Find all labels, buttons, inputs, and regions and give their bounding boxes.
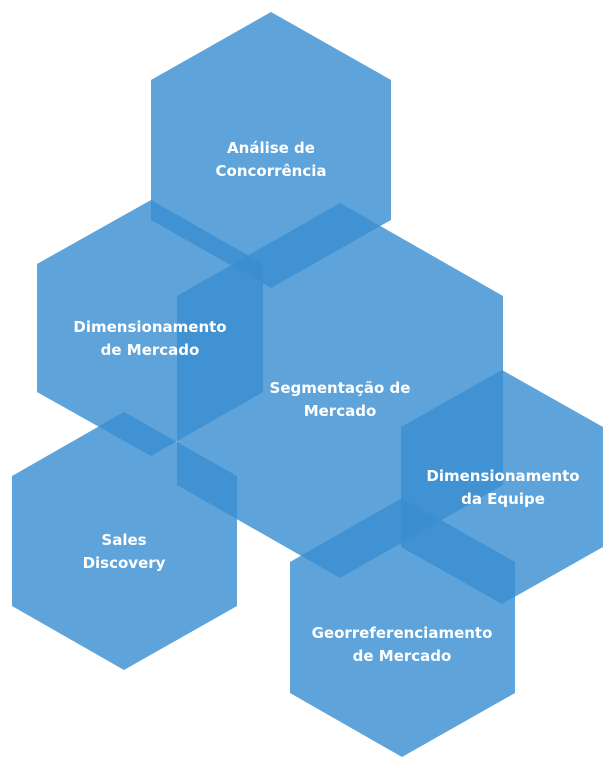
label-line: Análise de <box>227 139 315 157</box>
label-line: Dimensionamento <box>426 467 580 485</box>
hex-georreferenciamento-de-mercado <box>290 498 515 757</box>
label-sales-discovery: Sales Discovery <box>83 529 166 575</box>
label-line: Segmentação de <box>269 379 411 397</box>
label-line: Sales <box>101 531 147 549</box>
hex-sales-discovery <box>12 412 237 670</box>
label-line: Mercado <box>303 402 377 420</box>
label-line: Dimensionamento <box>73 318 227 336</box>
label-georreferenciamento-de-mercado: Georreferenciamento de Mercado <box>312 622 493 668</box>
label-line: Discovery <box>82 554 166 572</box>
label-dimensionamento-da-equipe: Dimensionamento da Equipe <box>426 465 579 511</box>
label-analise-de-concorrencia: Análise de Concorrência <box>216 137 327 183</box>
label-line: Georreferenciamento <box>311 624 493 642</box>
label-dimensionamento-de-mercado: Dimensionamento de Mercado <box>73 316 226 362</box>
label-line: de Mercado <box>352 647 452 665</box>
label-segmentacao-de-mercado: Segmentação de Mercado <box>270 377 411 423</box>
label-line: de Mercado <box>100 341 200 359</box>
label-line: Concorrência <box>215 162 327 180</box>
label-line: da Equipe <box>461 490 545 508</box>
